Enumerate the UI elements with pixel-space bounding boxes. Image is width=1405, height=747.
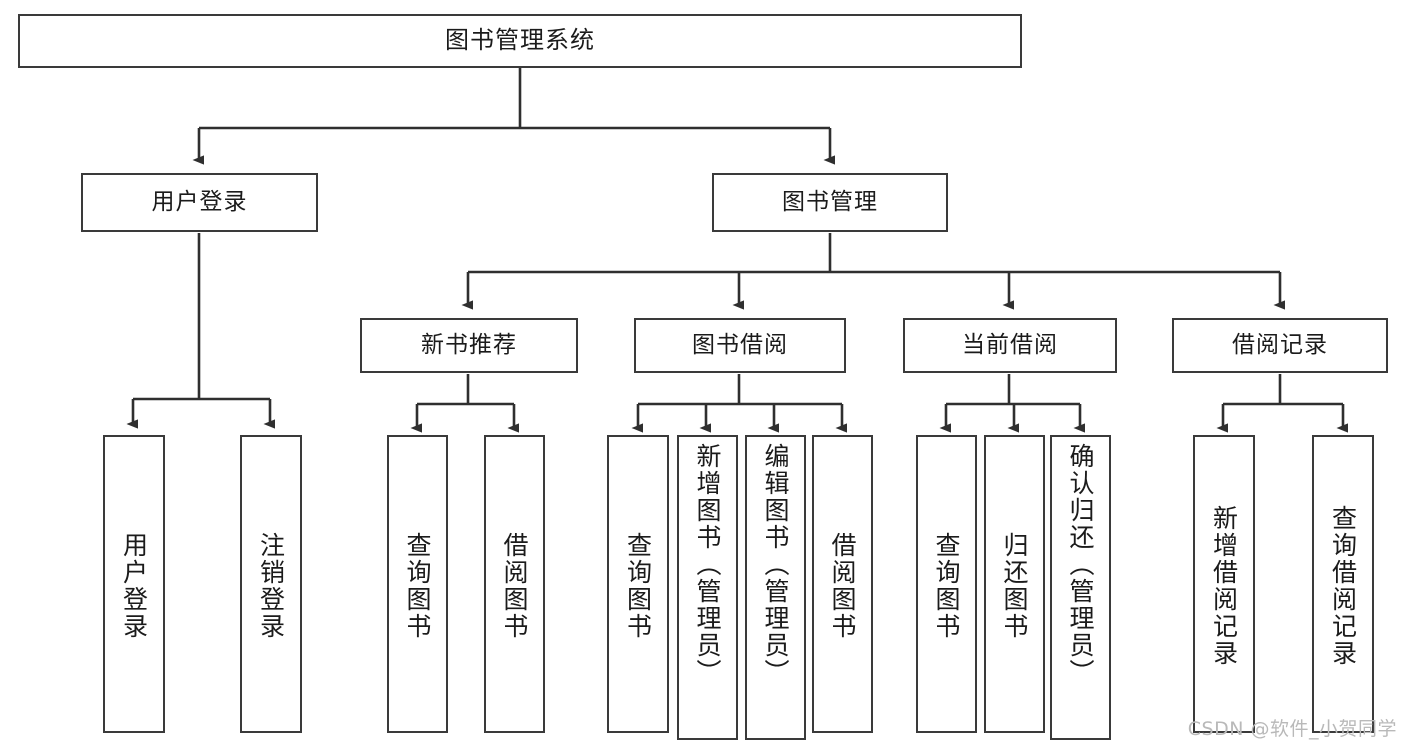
node-borrow-record[interactable]: 借阅记录 [1172,318,1388,373]
node-user-login[interactable]: 用户登录 [81,173,318,232]
node-label: 图书管理 [782,189,878,216]
leaf-text-wrap: 注销登录 [256,441,286,731]
node-label: 查询图书 [932,532,961,640]
leaf-text-wrap: 编辑图书（管理员） [761,441,790,740]
leaf-text-wrap: 查询图书 [932,441,961,731]
node-label: 查询图书 [623,532,653,640]
node-label: 借阅图书 [500,532,529,640]
node-label: 新书推荐 [421,332,517,359]
node-book-borrow[interactable]: 图书借阅 [634,318,846,373]
leaf-text-wrap: 确认归还（管理员） [1066,441,1095,740]
node-label: 用户登录 [119,532,149,640]
node-label: 归还图书 [1000,532,1029,640]
node-label: 查询图书 [403,532,432,640]
node-label: 借阅图书 [828,532,857,640]
leaf-current-borrow-return-book[interactable]: 归还图书 [984,435,1045,733]
leaf-text-wrap: 用户登录 [119,441,149,731]
leaf-text-wrap: 查询图书 [403,441,432,731]
node-new-book-recommend[interactable]: 新书推荐 [360,318,578,373]
leaf-book-borrow-edit-book-admin[interactable]: 编辑图书（管理员） [745,435,806,740]
leaf-current-borrow-confirm-return-admin[interactable]: 确认归还（管理员） [1050,435,1111,740]
node-label: 新增图书（管理员） [693,443,722,686]
node-label: 注销登录 [256,532,286,640]
leaf-borrow-record-query-record[interactable]: 查询借阅记录 [1312,435,1374,733]
leaf-user-login-login[interactable]: 用户登录 [103,435,165,733]
leaf-text-wrap: 新增借阅记录 [1209,441,1239,731]
csdn-watermark: CSDN @软件_小贺同学 [1187,718,1397,740]
node-label: 用户登录 [151,189,248,216]
leaf-text-wrap: 借阅图书 [828,441,857,731]
leaf-text-wrap: 查询借阅记录 [1328,441,1358,731]
leaf-text-wrap: 查询图书 [623,441,653,731]
node-label: 新增借阅记录 [1209,505,1239,667]
node-book-management[interactable]: 图书管理 [712,173,948,232]
leaf-book-borrow-borrow-book[interactable]: 借阅图书 [812,435,873,733]
leaf-text-wrap: 归还图书 [1000,441,1029,731]
leaf-current-borrow-query-book[interactable]: 查询图书 [916,435,977,733]
leaf-text-wrap: 借阅图书 [500,441,529,731]
node-root-book-management-system[interactable]: 图书管理系统 [18,14,1022,68]
leaf-borrow-record-add-record[interactable]: 新增借阅记录 [1193,435,1255,733]
node-label: 图书借阅 [692,332,788,359]
leaf-text-wrap: 新增图书（管理员） [693,441,722,740]
node-label: 确认归还（管理员） [1066,443,1095,686]
leaf-user-login-logout[interactable]: 注销登录 [240,435,302,733]
node-current-borrow[interactable]: 当前借阅 [903,318,1117,373]
leaf-book-borrow-query-book[interactable]: 查询图书 [607,435,669,733]
leaf-book-borrow-add-book-admin[interactable]: 新增图书（管理员） [677,435,738,740]
node-label: 当前借阅 [962,332,1058,359]
leaf-new-book-query-book[interactable]: 查询图书 [387,435,448,733]
node-label: 借阅记录 [1232,332,1328,359]
leaf-new-book-borrow-book[interactable]: 借阅图书 [484,435,545,733]
node-label: 查询借阅记录 [1328,505,1358,667]
node-label: 图书管理系统 [445,26,595,55]
node-label: 编辑图书（管理员） [761,443,790,686]
